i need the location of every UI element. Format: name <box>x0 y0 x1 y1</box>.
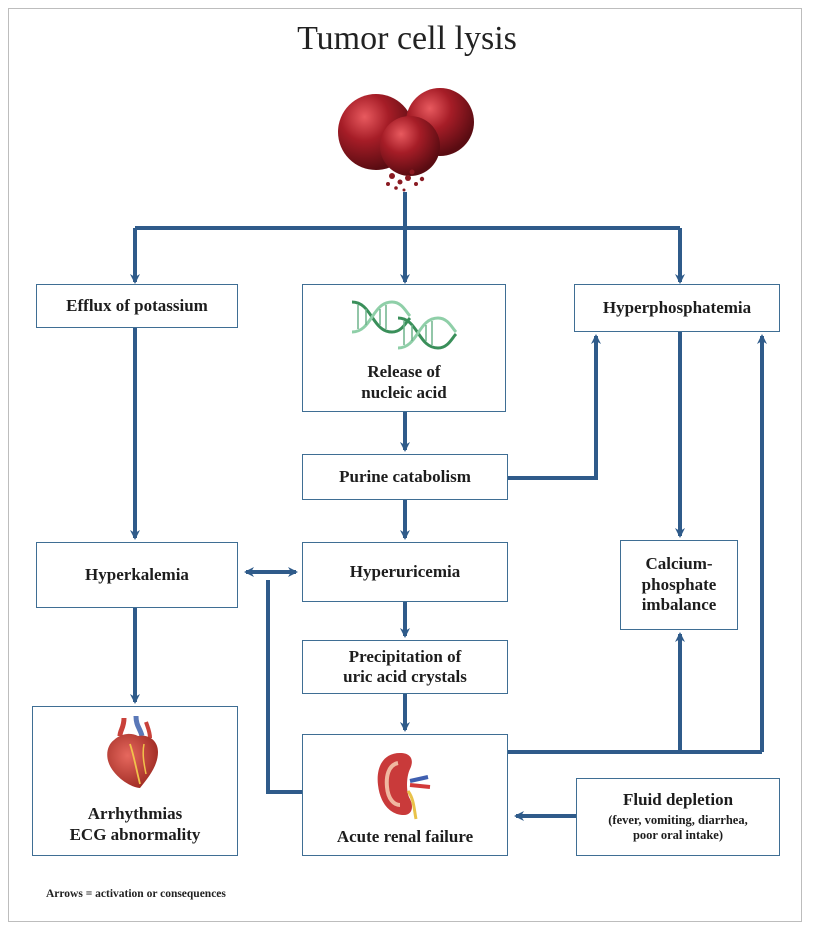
arrow-purine-hyperphos <box>508 334 601 480</box>
heart-icon <box>107 716 158 789</box>
kidney-icon <box>377 752 431 819</box>
node-fluid-depletion: Fluid depletion (fever, vomiting, diarrh… <box>576 778 780 856</box>
node-nucleic-acid: Release of nucleic acid <box>302 284 506 412</box>
dna-icon <box>351 300 458 350</box>
node-hyperkalemia: Hyperkalemia <box>36 542 238 608</box>
node-hyperphosphatemia: Hyperphosphatemia <box>574 284 780 332</box>
node-purine-catabolism: Purine catabolism <box>302 454 508 500</box>
arrow-renal-hyperkalemia <box>266 580 302 794</box>
node-calcium-phosphate: Calcium- phosphate imbalance <box>620 540 738 630</box>
node-arrhythmias: Arrhythmias ECG abnormality <box>32 706 238 856</box>
legend-caption: Arrows = activation or consequences <box>46 888 226 900</box>
node-acute-renal-failure: Acute renal failure <box>302 734 508 856</box>
diagram-title: Tumor cell lysis <box>297 20 517 57</box>
node-efflux-potassium: Efflux of potassium <box>36 284 238 328</box>
node-precipitation: Precipitation of uric acid crystals <box>302 640 508 694</box>
tumor-cells-icon <box>338 88 474 192</box>
node-hyperuricemia: Hyperuricemia <box>302 542 508 602</box>
